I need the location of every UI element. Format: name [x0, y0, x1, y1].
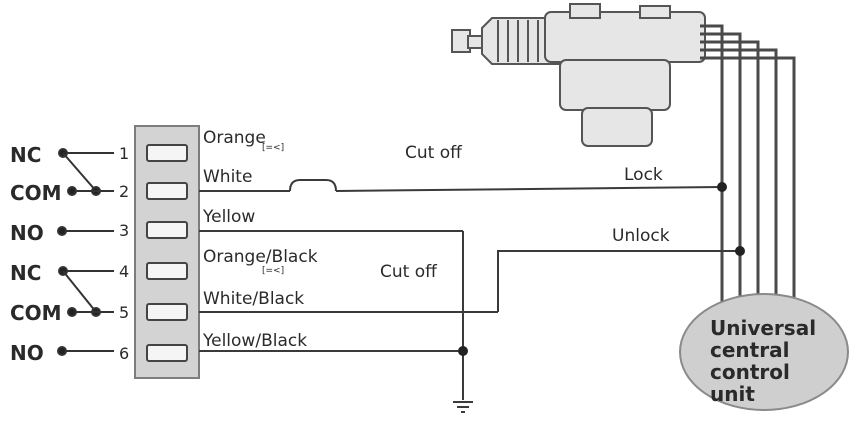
- control-unit: [679, 293, 849, 411]
- pin-number-6: 6: [119, 344, 129, 363]
- unlock-label: Unlock: [612, 226, 670, 246]
- wire-label-4: Orange/Black: [203, 247, 318, 267]
- ground-junction: [458, 346, 468, 356]
- lock-junction: [717, 182, 727, 192]
- pin-number-3: 3: [119, 221, 129, 240]
- terminal-dot-5: [67, 307, 77, 317]
- nc-com-link-2: [62, 270, 97, 313]
- control-unit-line-3: control: [710, 360, 790, 384]
- junction-dots: [458, 182, 745, 356]
- actuator-rod: [467, 35, 483, 49]
- unlock-wire: [497, 250, 740, 312]
- terminal-dot-3: [57, 226, 67, 236]
- relay-label-2: COM: [10, 181, 62, 205]
- actuator-wire-1: [700, 24, 724, 305]
- slot-2: [146, 182, 188, 200]
- wire-mark-1: [=<]: [262, 143, 284, 153]
- relay-terminals: [57, 148, 114, 356]
- slot-5: [146, 303, 188, 321]
- slot-1: [146, 144, 188, 162]
- actuator-wire-4: [700, 48, 778, 305]
- pin-number-1: 1: [119, 144, 129, 163]
- slot-6: [146, 344, 188, 362]
- wire-label-6: Yellow/Black: [202, 331, 307, 351]
- actuator-motor-base: [581, 107, 653, 147]
- pin-number-2: 2: [119, 182, 129, 201]
- wire-label-5: White/Black: [203, 289, 304, 309]
- control-unit-line-4: unit: [710, 382, 755, 406]
- wire-label-1: Orange: [203, 128, 266, 148]
- door-lock-actuator: [451, 3, 706, 147]
- connector-block: [134, 125, 200, 379]
- actuator-top-tab-2: [639, 5, 671, 19]
- lock-label: Lock: [624, 165, 663, 185]
- terminal-dot-2: [67, 186, 77, 196]
- unlock-junction: [735, 246, 745, 256]
- control-unit-line-1: Universal: [710, 316, 816, 340]
- relay-label-5: COM: [10, 301, 62, 325]
- slot-3: [146, 221, 188, 239]
- lock-wire: [335, 186, 723, 192]
- relay-label-1: NC: [10, 143, 41, 167]
- wire-label-3: Yellow: [202, 207, 255, 227]
- ground-icon: [453, 401, 473, 413]
- relay-label-3: NO: [10, 221, 44, 245]
- slot-4: [146, 262, 188, 280]
- cut-off-label-bottom: Cut off: [380, 262, 438, 282]
- actuator-top-tab: [569, 3, 601, 19]
- actuator-wires: [700, 24, 796, 305]
- nc-com-link-1: [62, 152, 97, 192]
- pin-number-4: 4: [119, 262, 129, 281]
- actuator-motor-housing: [559, 59, 671, 111]
- pin-number-5: 5: [119, 303, 129, 322]
- actuator-wire-2: [700, 32, 742, 305]
- control-unit-line-2: central: [710, 338, 789, 362]
- actuator-wire-5: [700, 56, 796, 305]
- relay-label-6: NO: [10, 341, 44, 365]
- relay-label-4: NC: [10, 261, 41, 285]
- wire-label-2: White: [203, 167, 252, 187]
- lock-wire-loop: [289, 179, 337, 192]
- actuator-wire-3: [700, 40, 760, 305]
- actuator-body: [544, 11, 706, 63]
- wire-mark-4: [=<]: [262, 266, 284, 276]
- cut-off-label-top: Cut off: [405, 143, 463, 163]
- terminal-dot-6: [57, 346, 67, 356]
- signal-wires: [199, 179, 740, 400]
- connector-slots: [146, 144, 188, 362]
